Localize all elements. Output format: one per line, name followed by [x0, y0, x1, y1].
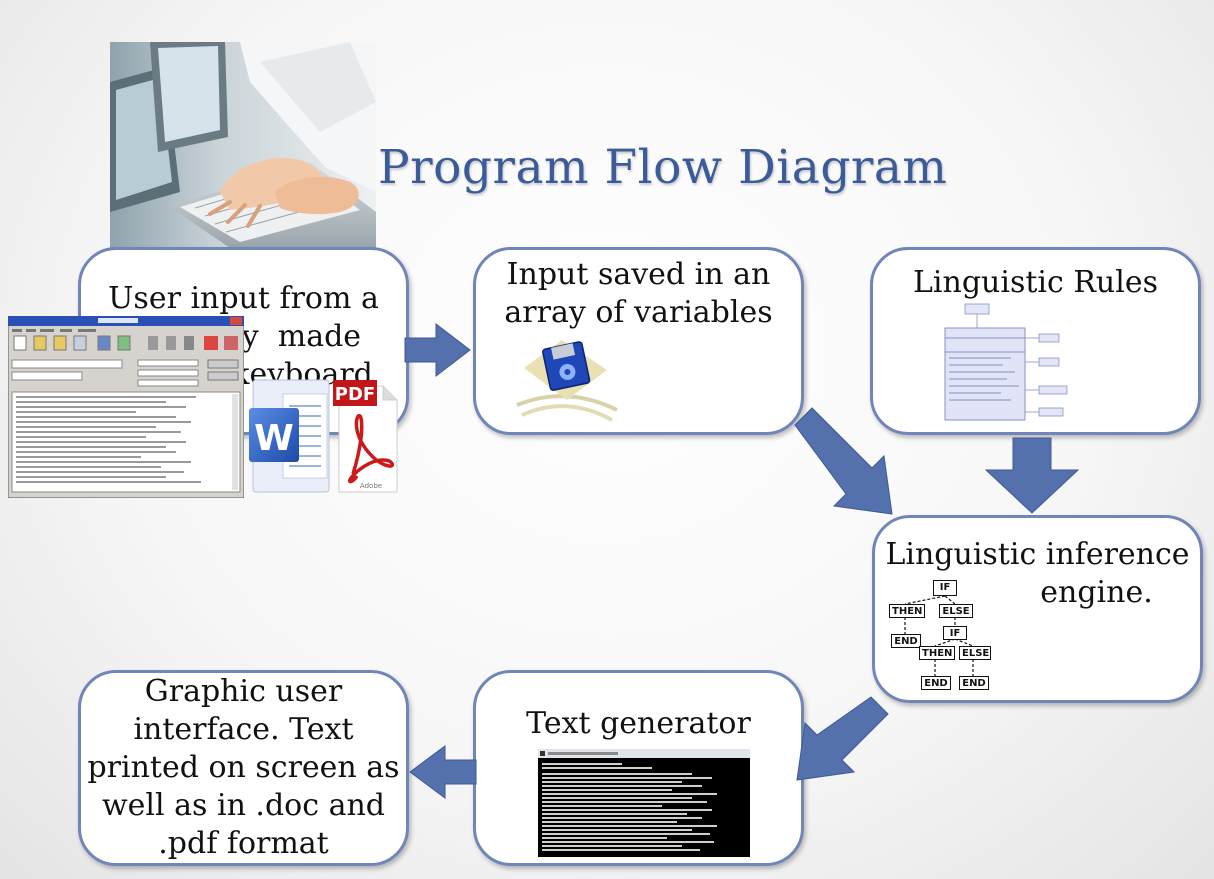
arrow-right-1	[404, 322, 471, 378]
decision-else-node-2: ELSE	[959, 646, 991, 660]
gui-line-1: Graphic user	[144, 674, 343, 709]
input-saved-line-2: array of variables	[504, 295, 773, 330]
decision-else-node: ELSE	[939, 604, 973, 618]
gui-line-2: interface. Text	[133, 712, 354, 747]
inference-engine-line-2: engine.	[1040, 575, 1153, 610]
class-diagram-icon	[944, 303, 1068, 421]
gui-line-5: .pdf format	[158, 826, 329, 861]
floppy-disk-icon	[516, 340, 618, 422]
inference-engine-box: Linguistic inference engine. IF THEN ELS…	[872, 515, 1203, 703]
input-saved-box: Input saved in an array of variables	[473, 247, 804, 435]
adobe-label: Adobe	[360, 482, 382, 490]
input-saved-line-1: Input saved in an	[506, 257, 771, 292]
arrow-down	[984, 437, 1080, 514]
word-letter: W	[254, 418, 294, 459]
office-keyboard-photo	[110, 42, 376, 248]
console-window-icon	[538, 749, 750, 857]
decision-end-node-3: END	[959, 676, 989, 690]
page-title: Program Flow Diagram	[378, 140, 948, 195]
gui-line-4: well as in .doc and	[102, 788, 385, 823]
decision-end-node: END	[891, 634, 921, 648]
arrow-diagonal-down-right	[794, 407, 893, 515]
decision-if-node-2: IF	[943, 626, 967, 640]
arrow-left	[409, 745, 477, 799]
gui-box: Graphic user interface. Text printed on …	[78, 670, 409, 866]
arrow-diagonal-down-left	[796, 696, 889, 781]
user-input-line-1: User input from a	[108, 281, 379, 316]
linguistic-rules-label: Linguistic Rules	[913, 265, 1158, 300]
gui-line-3: printed on screen as	[87, 750, 400, 785]
inference-engine-line-1: Linguistic inference	[885, 537, 1190, 572]
decision-if-node: IF	[933, 580, 957, 596]
linguistic-rules-box: Linguistic Rules	[870, 247, 1201, 435]
text-generator-box: Text generator	[473, 670, 804, 866]
word-document-icon: W	[249, 379, 330, 493]
software-window-thumbnail	[8, 316, 244, 498]
pdf-badge: PDF	[335, 384, 375, 405]
decision-then-node-2: THEN	[919, 646, 955, 660]
decision-end-node-2: END	[921, 676, 951, 690]
pdf-document-icon: PDF Adobe	[333, 380, 398, 493]
text-generator-label: Text generator	[526, 706, 751, 741]
decision-then-node: THEN	[889, 604, 925, 618]
